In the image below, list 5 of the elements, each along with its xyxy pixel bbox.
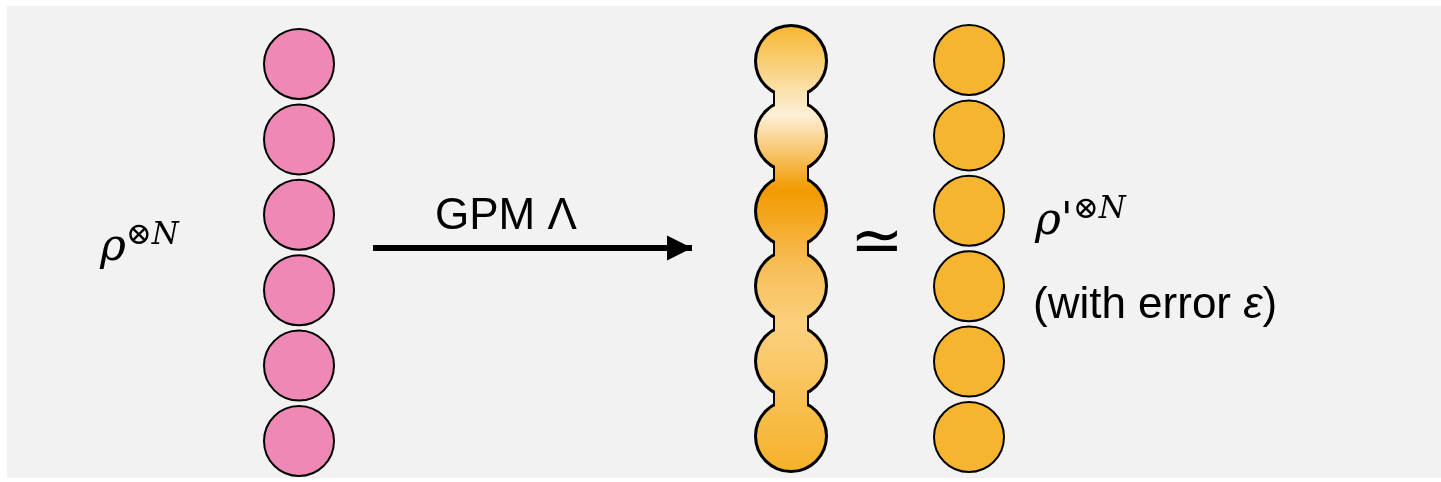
edge-label: GPM Λ xyxy=(435,192,577,236)
approx-symbol: ≃ xyxy=(850,208,904,272)
note-text: (with error ε) xyxy=(1033,281,1278,325)
math-label: ρ'$^{⊗N}$ xyxy=(1035,192,1126,241)
math-label: ρ$^{⊗N}$ xyxy=(100,218,179,267)
